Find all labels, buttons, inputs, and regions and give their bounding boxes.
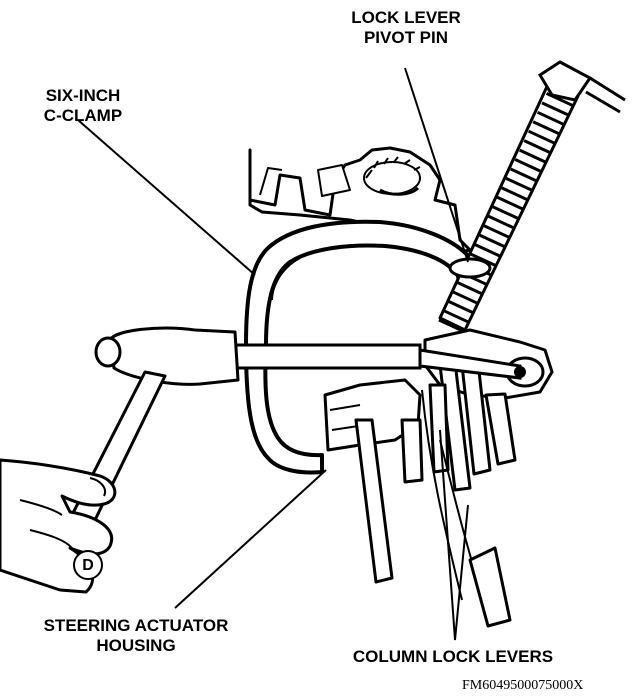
label-line: C-CLAMP xyxy=(43,106,123,125)
leader-lock-levers xyxy=(439,429,469,641)
label-line: HOUSING xyxy=(96,636,176,655)
label-column-lock-levers: COLUMN LOCK LEVERS xyxy=(352,647,554,666)
label-six-inch-c-clamp: SIX-INCH C-CLAMP xyxy=(28,86,138,126)
leader-pivot-pin xyxy=(404,67,469,263)
clamp-screw xyxy=(438,60,626,334)
actuator-housing xyxy=(323,378,424,584)
label-steering-actuator-housing: STEERING ACTUATOR HOUSING xyxy=(36,616,236,656)
pivot-pin-punch xyxy=(198,343,526,380)
label-line: LOCK LEVER xyxy=(351,8,461,27)
label-lock-lever-pivot-pin: LOCK LEVER PIVOT PIN xyxy=(326,8,486,48)
column-gear xyxy=(363,156,421,196)
label-line: STEERING ACTUATOR xyxy=(43,616,229,635)
label-line: PIVOT PIN xyxy=(363,28,449,47)
label-line: SIX-INCH xyxy=(45,86,121,105)
hand-marker-circle xyxy=(73,550,103,580)
c-clamp xyxy=(244,219,477,475)
leader-c-clamp xyxy=(77,119,256,276)
figure-code: FM6049500075000X xyxy=(462,678,584,693)
leader-lines xyxy=(77,67,469,641)
leader-actuator-housing xyxy=(174,469,327,609)
hand-marker-letter: D xyxy=(82,557,94,574)
